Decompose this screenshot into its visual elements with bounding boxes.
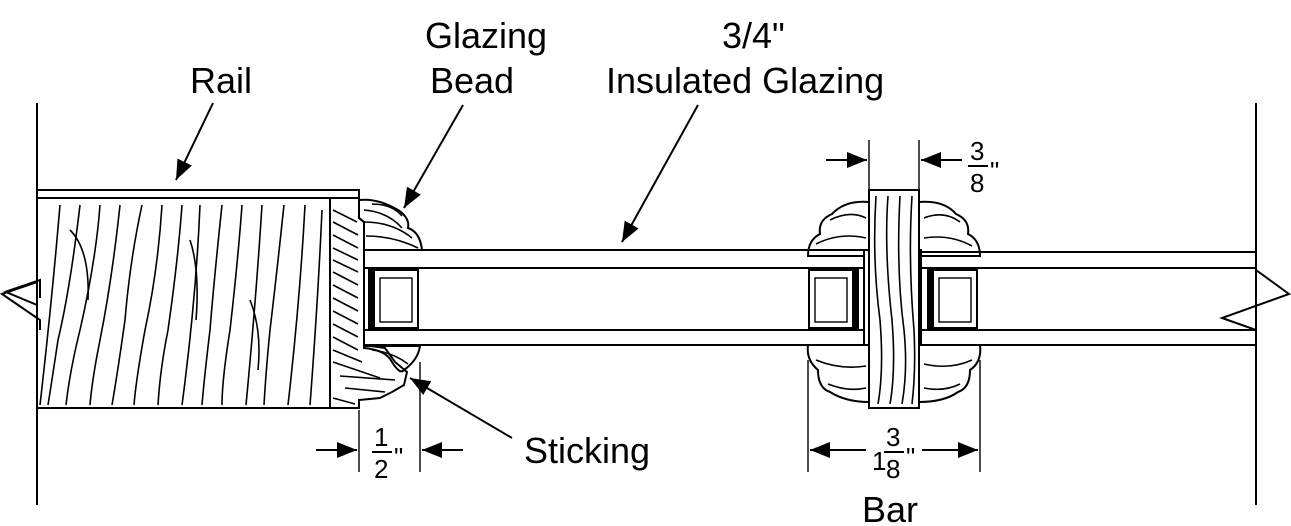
bar-muntin: [868, 189, 920, 409]
bar-width-whole: 1: [872, 446, 886, 476]
glazing-bead-label-line1: Glazing: [425, 15, 547, 56]
sticking-leader: [409, 377, 513, 439]
insulated-glazing-label-line2: Insulated Glazing: [606, 60, 884, 101]
glazing-bead-left-bottom: [363, 345, 422, 373]
rail-leader: [175, 102, 214, 181]
glazing-bead-left: [358, 198, 424, 251]
rail-section: [36, 189, 360, 409]
bar-top-dimension-text: 3 8 ": [968, 136, 999, 198]
bar-width-numerator: 3: [886, 422, 900, 452]
bar-top-denominator: 8: [970, 168, 984, 198]
bar-width-dimension-text: 1 3 8 ": [872, 422, 915, 484]
sticking-unit: ": [394, 442, 403, 472]
sticking-denominator: 2: [374, 454, 388, 484]
bar-bead-right: [918, 200, 982, 404]
insulated-glazing-left: [363, 249, 865, 346]
sticking-label: Sticking: [524, 430, 650, 471]
bar-top-numerator: 3: [970, 136, 984, 166]
bar-width-unit: ": [906, 442, 915, 472]
rail-label: Rail: [190, 60, 252, 101]
insulated-glazing-label-line1: 3/4": [722, 15, 785, 56]
bar-bead-left: [806, 200, 870, 404]
sticking-dimension-text: 1 2 ": [372, 422, 403, 484]
sticking-numerator: 1: [374, 422, 388, 452]
bar-width-denominator: 8: [886, 454, 900, 484]
glazing-bead-label-line2: Bead: [430, 60, 514, 101]
bar-label: Bar: [862, 489, 918, 526]
bar-top-unit: ": [990, 156, 999, 186]
glazing-bead-leader: [403, 104, 464, 209]
insulated-glazing-right: [920, 251, 1257, 346]
left-break-symbol-b: [0, 258, 41, 330]
insulated-glazing-leader: [621, 104, 699, 243]
